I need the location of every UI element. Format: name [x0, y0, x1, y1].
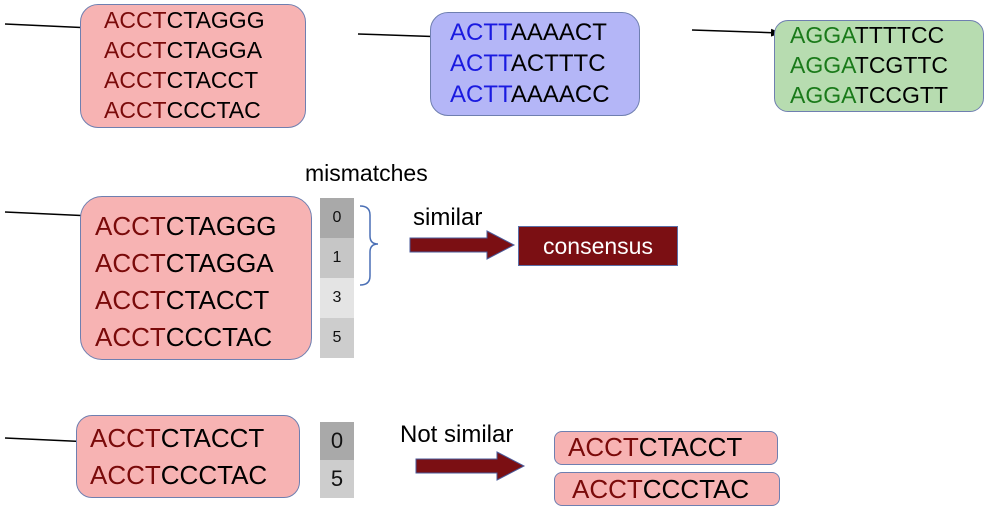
sequence-prefix: ACCT	[95, 285, 166, 315]
sequence-line: ACCTCTACCT	[95, 282, 277, 319]
mismatch-cell: 5	[320, 460, 354, 498]
sequence-line: AGGATTTTCC	[790, 20, 948, 50]
output-box-1	[554, 431, 778, 465]
sequence-line: ACTTAAAACT	[450, 17, 610, 48]
sequence-suffix: CTACCT	[638, 432, 743, 462]
sequence-prefix: ACCT	[95, 211, 166, 241]
mismatch-cell: 0	[320, 422, 354, 460]
input-arrow-red	[4, 23, 93, 32]
sequence-prefix: ACCT	[568, 432, 639, 462]
input-arrow-green	[691, 28, 781, 37]
sequence-suffix: CTAGGA	[166, 37, 263, 63]
output-sequence-2: ACCTCCCTAC	[572, 472, 749, 506]
sequence-suffix: AAAACC	[510, 81, 610, 108]
group-box-blue	[430, 12, 640, 116]
sequence-suffix: CCCTAC	[642, 474, 750, 504]
similar-label: similar	[413, 204, 483, 231]
group-box-green	[774, 20, 984, 112]
sequence-suffix: TCCGTT	[854, 82, 949, 108]
sequence-prefix: ACTT	[450, 19, 511, 46]
sequence-prefix: ACCT	[90, 423, 161, 453]
mismatch-cell: 1	[320, 238, 354, 278]
sequence-suffix: CTACCT	[166, 67, 259, 93]
mismatch-cell: 5	[320, 318, 354, 358]
sequence-suffix: CTACCT	[165, 285, 270, 315]
sequence-line: ACCTCTACCT	[104, 65, 265, 95]
consensus-box: consensus	[518, 226, 678, 266]
sequence-line: ACCTCTACCT	[90, 420, 267, 457]
group-box-bottom	[76, 415, 300, 498]
similar-brace	[359, 205, 379, 286]
mismatches-label: mismatches	[305, 160, 428, 186]
output-box-2	[554, 472, 780, 506]
sequence-line: AGGATCGTTC	[790, 50, 948, 80]
sequence-prefix: ACCT	[572, 474, 643, 504]
sequence-line: ACCTCTAGGA	[104, 35, 265, 65]
sequence-suffix: CTAGGG	[166, 7, 265, 33]
sequence-suffix: TTTTCC	[854, 22, 945, 48]
mismatch-cell: 3	[320, 278, 354, 318]
sequence-line: AGGATCCGTT	[790, 80, 948, 110]
sequence-prefix: ACCT	[95, 322, 166, 352]
sequence-prefix: ACTT	[450, 50, 511, 77]
sequence-suffix: CTAGGA	[165, 248, 274, 278]
sequence-prefix: ACCT	[95, 248, 166, 278]
sequence-suffix: ACTTTC	[510, 50, 606, 77]
sequence-suffix: CTACCT	[160, 423, 265, 453]
group-box-middle	[80, 196, 312, 360]
sequence-prefix: ACCT	[104, 37, 167, 63]
sequence-prefix: AGGA	[790, 22, 855, 48]
sequence-line: ACCTCTAGGA	[95, 245, 277, 282]
sequence-suffix: CCCTAC	[165, 322, 273, 352]
input-arrow-middle	[4, 211, 93, 220]
sequence-line: ACCTCTAGGG	[95, 208, 277, 245]
group-box-red	[80, 4, 306, 128]
sequence-line: ACCTCTACCT	[568, 430, 742, 464]
sequence-line: ACCTCCCTAC	[104, 95, 265, 125]
sequence-suffix: TCGTTC	[854, 52, 949, 78]
sequence-line: ACTTACTTTC	[450, 48, 610, 79]
sequence-suffix: CTAGGG	[165, 211, 277, 241]
sequence-line: ACCTCCCTAC	[95, 319, 277, 356]
sequence-prefix: ACCT	[104, 67, 167, 93]
sequence-prefix: ACCT	[104, 97, 167, 123]
sequence-prefix: AGGA	[790, 52, 855, 78]
sequence-suffix: CCCTAC	[166, 97, 261, 123]
sequence-prefix: ACTT	[450, 81, 511, 108]
sequence-line: ACCTCCCTAC	[90, 457, 267, 494]
sequence-prefix: ACCT	[90, 460, 161, 490]
mismatch-cell: 0	[320, 198, 354, 238]
not-similar-arrow	[415, 451, 526, 481]
sequence-suffix: CCCTAC	[160, 460, 268, 490]
sequence-prefix: AGGA	[790, 82, 855, 108]
similar-arrow	[409, 230, 516, 260]
sequence-line: ACCTCCCTAC	[572, 472, 749, 506]
sequence-line: ACTTAAAACC	[450, 79, 610, 110]
not-similar-label: Not similar	[400, 421, 514, 448]
sequence-suffix: AAAACT	[510, 19, 607, 46]
sequence-prefix: ACCT	[104, 7, 167, 33]
sequence-line: ACCTCTAGGG	[104, 5, 265, 35]
output-sequence-1: ACCTCTACCT	[568, 430, 742, 464]
